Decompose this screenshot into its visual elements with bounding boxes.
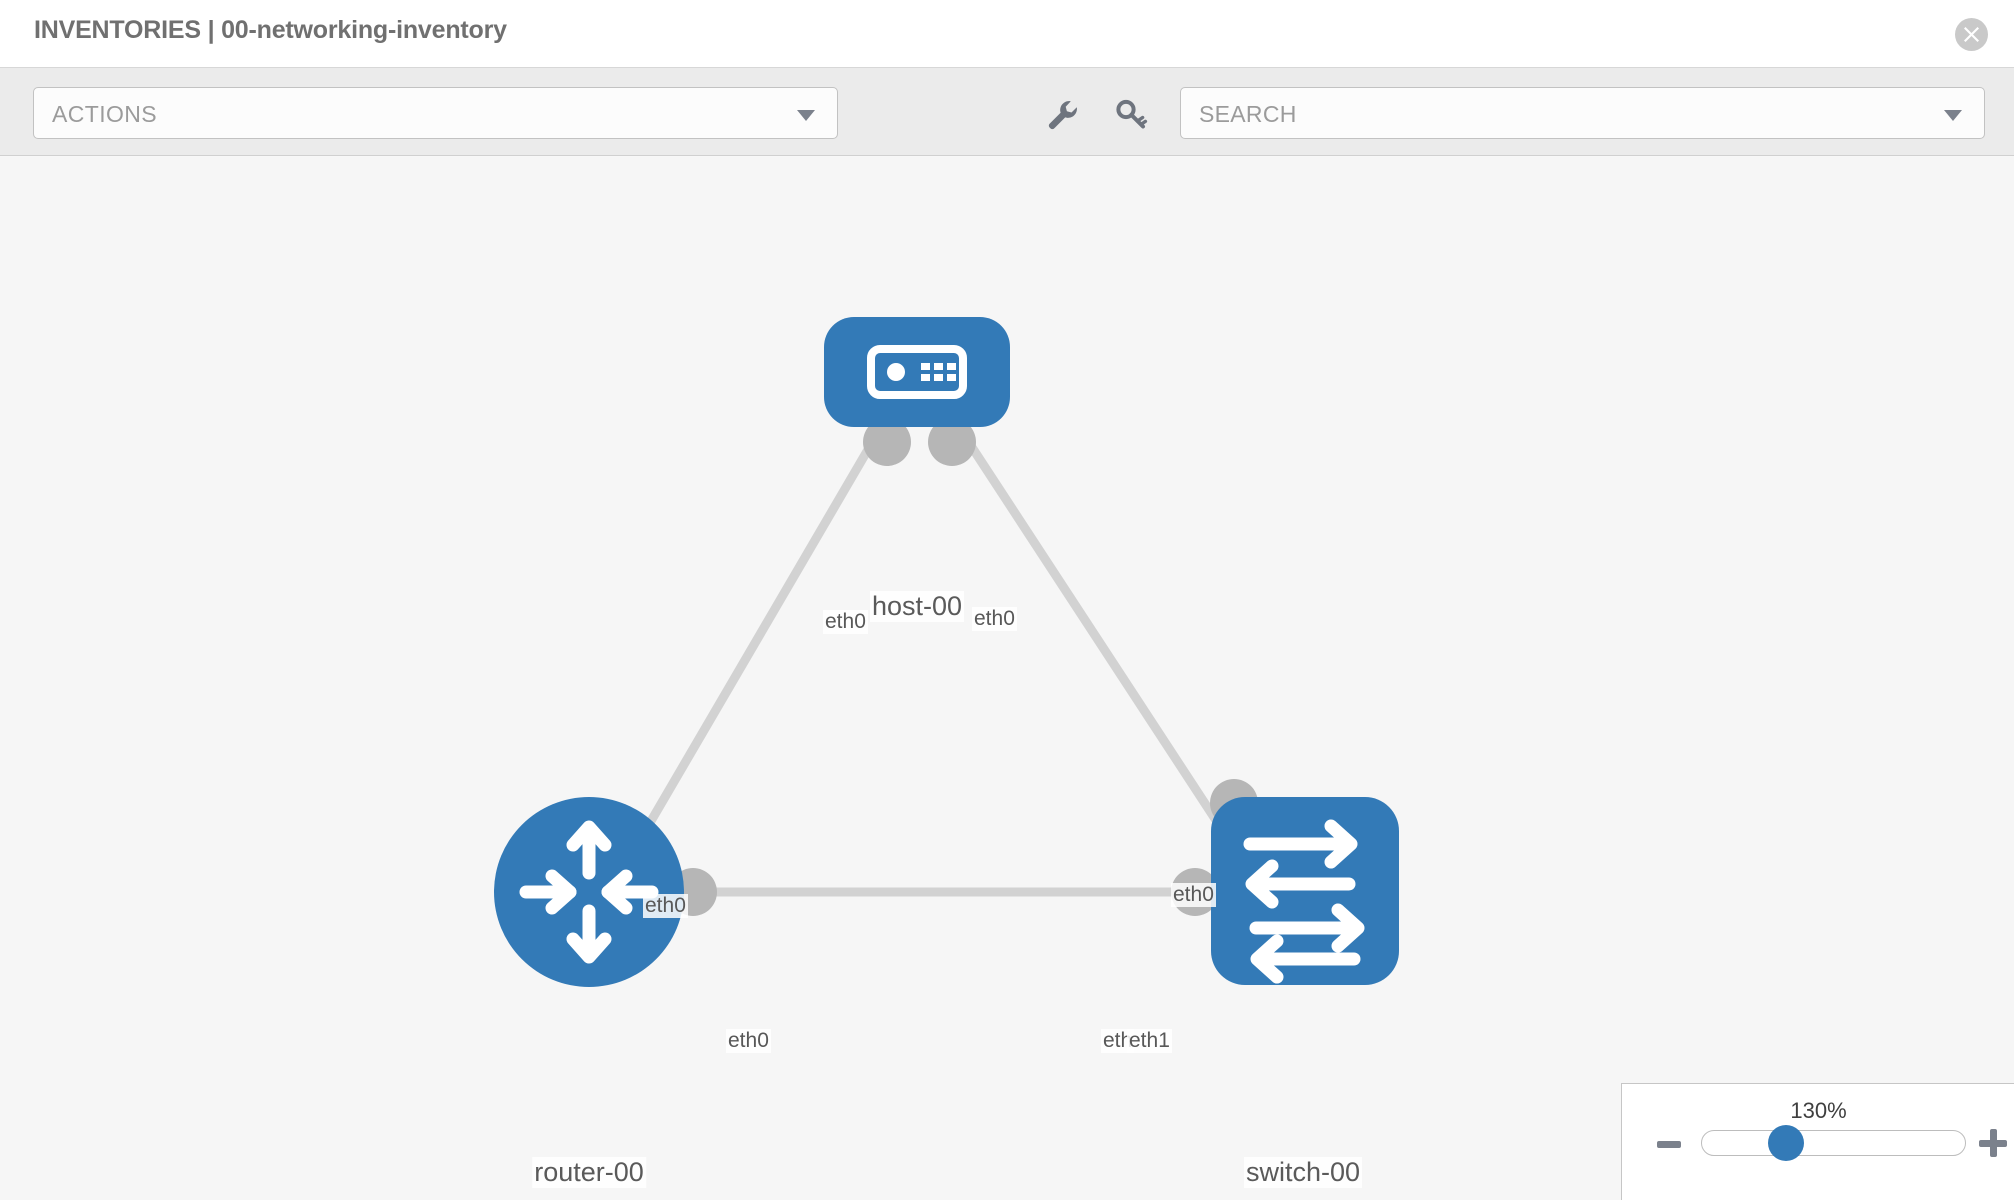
topology-canvas[interactable]: host-00 router-00 switch-00 eth0 eth0 et… [0, 157, 2014, 1200]
chevron-down-icon[interactable] [1944, 110, 1962, 121]
anchor-host-eth0-left[interactable] [863, 418, 911, 466]
chevron-down-icon [797, 110, 815, 121]
page-header: INVENTORIES | 00-networking-inventory [0, 0, 2014, 68]
edge-label: eth0 [972, 607, 1017, 631]
actions-dropdown[interactable]: ACTIONS [33, 87, 838, 139]
actions-dropdown-label: ACTIONS [52, 101, 158, 127]
key-icon[interactable] [1113, 96, 1149, 132]
node-switch-00[interactable] [1211, 797, 1399, 985]
topology-edges [626, 426, 1244, 897]
edge-label: eth0 [726, 1029, 771, 1053]
search-placeholder: SEARCH [1199, 101, 1297, 127]
toolbar: ACTIONS SEARCH [0, 68, 2014, 156]
edge-label: eth0 [1171, 883, 1216, 907]
page-title: INVENTORIES | 00-networking-inventory [34, 16, 507, 44]
router-icon [519, 820, 659, 964]
zoom-control-panel: 130% [1621, 1083, 2014, 1200]
edge-host-router[interactable] [626, 426, 884, 860]
edge-label: eth0 [643, 894, 688, 918]
zoom-level-value: 130% [1790, 1098, 1847, 1123]
interface-anchors [669, 418, 1258, 916]
edge-label: eth0 [823, 610, 868, 634]
node-router-00[interactable] [494, 797, 684, 987]
node-label-host: host-00 [869, 591, 965, 622]
node-label-router: router-00 [532, 1157, 646, 1188]
wrench-icon[interactable] [1044, 96, 1080, 132]
anchor-host-eth0-right[interactable] [928, 418, 976, 466]
server-icon [867, 345, 967, 399]
close-icon[interactable] [1955, 18, 1988, 51]
plus-icon[interactable] [1979, 1129, 2007, 1157]
zoom-slider-track[interactable] [1701, 1130, 1966, 1156]
edge-host-switch[interactable] [956, 426, 1244, 860]
node-host-00[interactable] [824, 317, 1010, 427]
search-input[interactable]: SEARCH [1180, 87, 1985, 139]
zoom-slider-thumb[interactable] [1768, 1125, 1804, 1161]
edge-label: eth1 [1127, 1029, 1172, 1053]
node-label-switch: switch-00 [1243, 1157, 1363, 1188]
switch-icon [1243, 819, 1365, 984]
topology-graph [494, 317, 1399, 987]
minus-icon[interactable] [1657, 1141, 1681, 1148]
